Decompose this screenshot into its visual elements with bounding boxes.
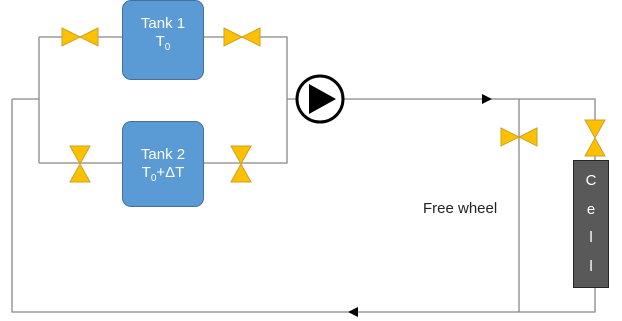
valve-icon (500, 127, 538, 147)
flow-arrow-icon (482, 94, 492, 104)
tank-1-temperature: T0 (155, 33, 171, 53)
tank-2: Tank 2 T0+ΔT (122, 121, 204, 207)
cell: C e l l (573, 160, 609, 288)
tank-2-name: Tank 2 (140, 146, 186, 163)
pump-icon (295, 74, 345, 124)
cell-letter: l (589, 229, 593, 247)
cell-letter: C (585, 171, 597, 189)
cell-letter: e (586, 200, 596, 218)
valve-icon (230, 145, 252, 183)
flow-arrow-icon (348, 307, 358, 317)
free-wheel-label: Free wheel (423, 200, 498, 217)
tank-1-name: Tank 1 (140, 15, 186, 32)
valve-icon (61, 27, 99, 47)
pipes (11, 36, 596, 313)
pipe-return-left (11, 98, 596, 313)
cell-letter: l (589, 258, 593, 276)
valve-icon (223, 27, 261, 47)
tank-2-temperature: T0+ΔT (141, 164, 185, 184)
tank-1: Tank 1 T0 (122, 0, 204, 80)
valve-icon (584, 119, 606, 157)
valve-icon (69, 145, 91, 183)
pipe-pump-outlet (287, 98, 596, 120)
